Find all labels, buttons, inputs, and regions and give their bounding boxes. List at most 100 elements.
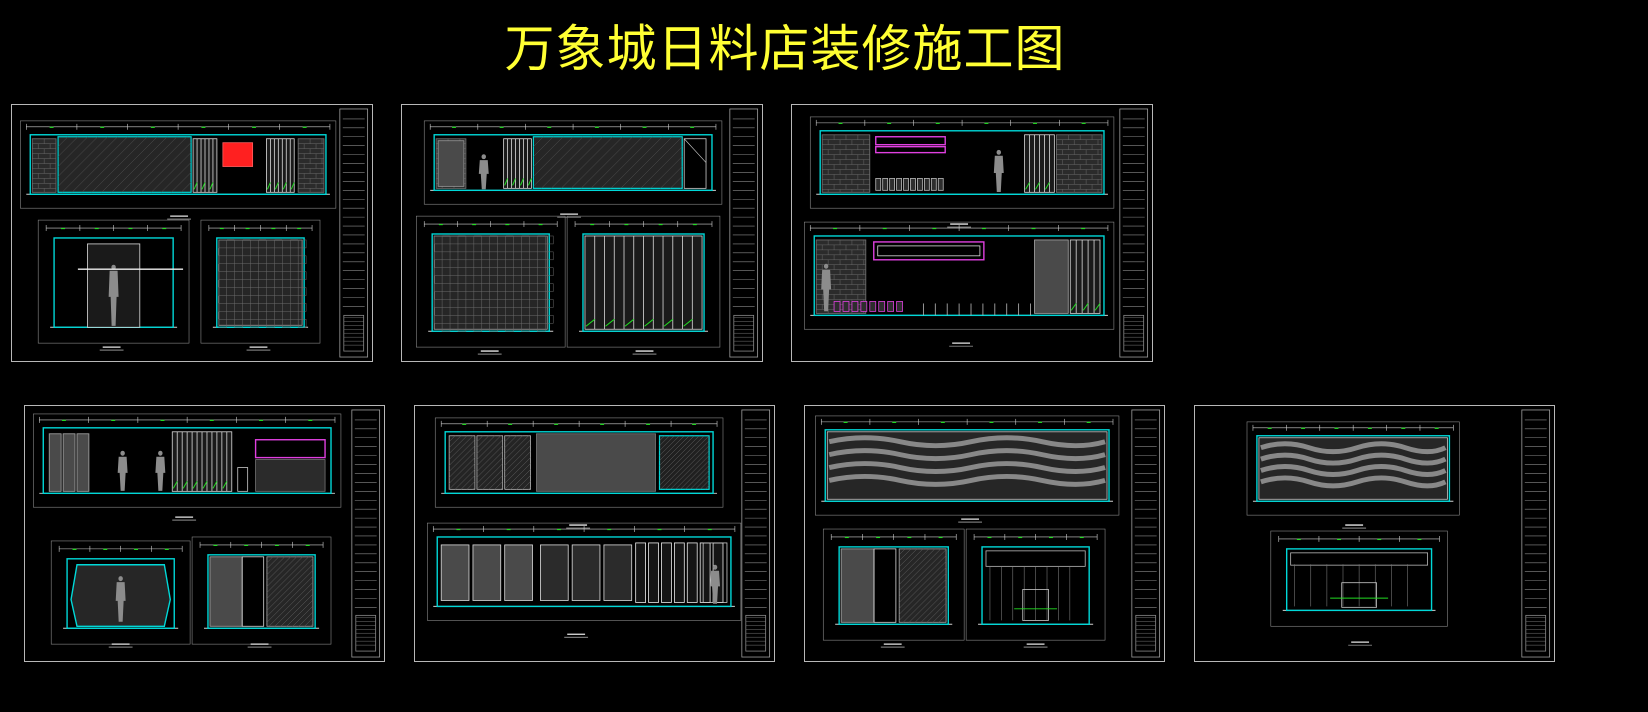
- sheet-6-drawing: [815, 409, 1161, 658]
- weave-tile: [529, 267, 538, 276]
- weave-tile: [226, 279, 235, 288]
- hatch-line: [466, 481, 476, 490]
- hatch-line: [504, 445, 531, 472]
- plant: [527, 178, 532, 186]
- weave-tile: [433, 299, 443, 308]
- weave-tile: [465, 315, 475, 324]
- weave-tile: [242, 279, 251, 288]
- wall-outline: [824, 429, 1110, 502]
- weave-tile: [449, 235, 459, 245]
- weave-tile: [266, 239, 275, 249]
- hatch-line: [448, 439, 476, 466]
- weave-tile: [529, 251, 538, 261]
- hatch-line: [476, 435, 484, 442]
- stool: [851, 301, 859, 312]
- hatch-line: [660, 440, 710, 490]
- title-block: [339, 108, 369, 358]
- weave-tile: [481, 299, 490, 308]
- table: [1022, 589, 1049, 621]
- weave-tile: [529, 283, 538, 292]
- drawing-sheet-2: [401, 104, 763, 362]
- view-frame: [566, 215, 721, 348]
- weave-tile: [441, 323, 451, 332]
- hatch-line: [898, 561, 947, 609]
- title-block: [741, 409, 771, 658]
- weave-tile: [529, 299, 538, 308]
- weave-tile: [545, 235, 554, 245]
- title-block: [1521, 409, 1551, 658]
- hatch-line: [448, 435, 462, 448]
- weave-tile: [282, 287, 291, 296]
- stool: [833, 301, 841, 312]
- weave-tile: [258, 279, 267, 288]
- hatch-line: [91, 136, 148, 193]
- stool: [882, 178, 889, 191]
- view-frame: [33, 413, 342, 508]
- hatch-line: [504, 435, 529, 460]
- weave-tile: [297, 239, 307, 249]
- weave-tile: [545, 283, 554, 292]
- wall-outline: [1256, 435, 1451, 502]
- human-figure: [117, 450, 128, 491]
- plant: [172, 481, 178, 489]
- hatch-line: [266, 570, 314, 617]
- mosaic-panel: [433, 235, 548, 330]
- stool: [910, 178, 916, 191]
- weave-tile: [513, 283, 522, 292]
- fill-panel: [48, 433, 62, 492]
- weave-tile: [274, 263, 283, 272]
- weave-tile: [234, 255, 243, 265]
- hatch-line: [101, 136, 158, 193]
- weave-tile: [433, 283, 443, 292]
- weave-tile: [481, 251, 490, 261]
- hatch-line: [476, 435, 495, 454]
- plant: [192, 481, 198, 489]
- fill-panel: [1034, 239, 1069, 314]
- hatch-line: [448, 463, 476, 490]
- hatch-line: [659, 435, 685, 461]
- plant: [1094, 303, 1101, 311]
- panel: [658, 435, 710, 490]
- hatch-line: [504, 439, 531, 466]
- weave-tile: [505, 243, 514, 253]
- drawing-sheet-1: [11, 104, 373, 362]
- weave-tile: [250, 255, 259, 265]
- plant: [274, 182, 279, 190]
- view-frame: [1270, 530, 1448, 627]
- glass-door: [699, 542, 711, 603]
- stool: [878, 301, 886, 312]
- hatch-line: [660, 166, 683, 189]
- plant: [605, 318, 615, 327]
- stool: [889, 178, 896, 191]
- weave-tile: [266, 303, 275, 312]
- weave-tile: [521, 291, 530, 300]
- plant: [663, 318, 674, 327]
- human-figure: [993, 149, 1004, 193]
- weave-tile: [513, 315, 522, 324]
- wave-band: [1260, 464, 1447, 477]
- weave-tile: [234, 303, 243, 312]
- hatch-line: [533, 136, 574, 177]
- stool: [842, 301, 850, 312]
- weave-tile: [282, 239, 291, 249]
- weave-tile: [481, 315, 490, 324]
- weave-tile: [242, 263, 251, 272]
- weave-tile: [473, 323, 483, 332]
- hatch-line: [504, 435, 511, 442]
- panel: [57, 136, 192, 193]
- hatch-line: [476, 445, 503, 472]
- drawing-sheet-3: [791, 104, 1153, 362]
- weave-tile: [297, 287, 307, 296]
- hatch-line: [71, 136, 128, 193]
- glass-door: [635, 542, 646, 603]
- hatch-line: [310, 623, 314, 627]
- hatch-line: [620, 136, 673, 189]
- hatch-line: [659, 435, 700, 476]
- hatch-line: [590, 136, 643, 189]
- weave-tile: [289, 279, 299, 288]
- hatch-line: [61, 136, 118, 193]
- sheet-1-drawing: [20, 108, 369, 358]
- hatch-line: [690, 470, 710, 490]
- panel: [532, 136, 683, 189]
- weave-tile: [481, 235, 490, 245]
